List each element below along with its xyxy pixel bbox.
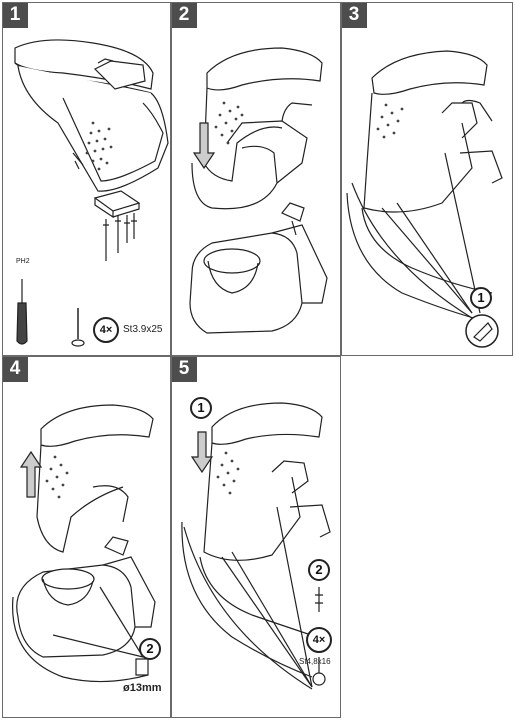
step-5-screw-count: 4×: [306, 627, 332, 653]
screw-count-badge: 4×: [93, 317, 119, 343]
drill-hole-illustration: [11, 404, 156, 683]
step-3-badge: 3: [342, 3, 367, 28]
step-4-callout-2: 2: [139, 638, 161, 660]
step-1-badge: 1: [3, 3, 28, 28]
final-fixing-illustration: [181, 402, 331, 690]
drill-size-label: ø13mm: [123, 682, 162, 694]
step-5-screw-spec: St4,8x16: [299, 657, 331, 666]
step-4-panel: 4 2 ø13mm: [2, 356, 171, 718]
armrest-assembly-illustration: [14, 39, 169, 347]
empty-area: [341, 356, 513, 718]
step-5-callout-2: 2: [308, 559, 330, 581]
step-2-panel: 2: [171, 2, 341, 356]
step-3-panel: 3 1: [341, 2, 513, 356]
step-5-badge: 5: [172, 357, 197, 382]
screwdriver-label: PH2: [16, 258, 30, 265]
step-2-badge: 2: [172, 3, 197, 28]
armrest-remove-illustration: [189, 47, 328, 334]
screw-spec-label: St3.9x25: [123, 324, 163, 335]
step-5-callout-1: 1: [190, 397, 212, 419]
step-5-panel: 5 1 2 4× St4,8x16: [171, 356, 341, 718]
perforation-pattern: [85, 121, 113, 171]
step-3-callout-1: 1: [470, 287, 492, 309]
screw-insertion-illustration: [346, 50, 503, 348]
step-1-panel: 1 PH2 4× St3.9x25: [2, 2, 171, 356]
step-4-badge: 4: [3, 357, 28, 382]
